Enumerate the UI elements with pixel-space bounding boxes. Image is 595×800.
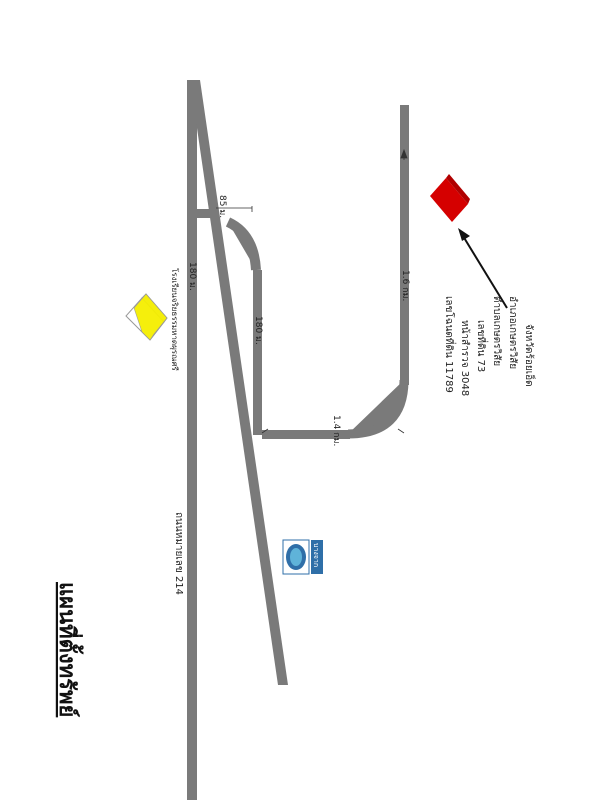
gas-station-logo: บางจาก xyxy=(282,539,323,575)
property-line-6: จังหวัดร้อยเอ็ด xyxy=(523,324,537,387)
road-1-4km xyxy=(262,430,350,439)
property-line-3: เลขที่ดิน 73 xyxy=(475,320,489,372)
connector-road xyxy=(192,209,214,218)
school-marker xyxy=(125,293,168,341)
main-road-label: ถนนหมายเลข 214 xyxy=(173,512,184,595)
road-1-6km xyxy=(400,105,409,385)
dimension-markers xyxy=(216,148,408,434)
distance-label-180-branch: 180 ม. xyxy=(253,316,263,345)
property-marker xyxy=(430,174,470,222)
gas-station-label: บางจาก xyxy=(312,543,320,567)
distance-label-85: 85 ม. xyxy=(217,195,227,218)
property-line-1: เลขโฉนดที่ดิน 11789 xyxy=(443,296,457,393)
map-title: แผนที่ตั้งทรัพย์ xyxy=(54,582,84,717)
property-line-5: อำเภอเกษตรวิสัย xyxy=(507,296,518,369)
property-line-4: ตำบลเกษตรวิสัย xyxy=(491,296,502,366)
corner-road xyxy=(347,379,409,439)
property-info: เลขโฉนดที่ดิน 11789 หน้าสำรวจ 3048 เลขที… xyxy=(443,296,537,396)
school-label: โรงเรียนจริยธรรมหาดผุรณศรี xyxy=(170,268,180,372)
distance-label-1-4km: 1.4 กม. xyxy=(331,415,341,446)
property-line-2: หน้าสำรวจ 3048 xyxy=(459,320,471,396)
distance-label-1-6km: 1.6 กม. xyxy=(400,270,410,301)
curve-branch-road xyxy=(225,217,261,271)
branch-road-180 xyxy=(253,270,262,435)
distance-label-180-main: 180 ม. xyxy=(187,262,197,291)
property-arrow xyxy=(458,228,508,309)
main-road-214 xyxy=(187,80,197,800)
diagonal-road xyxy=(190,80,288,685)
